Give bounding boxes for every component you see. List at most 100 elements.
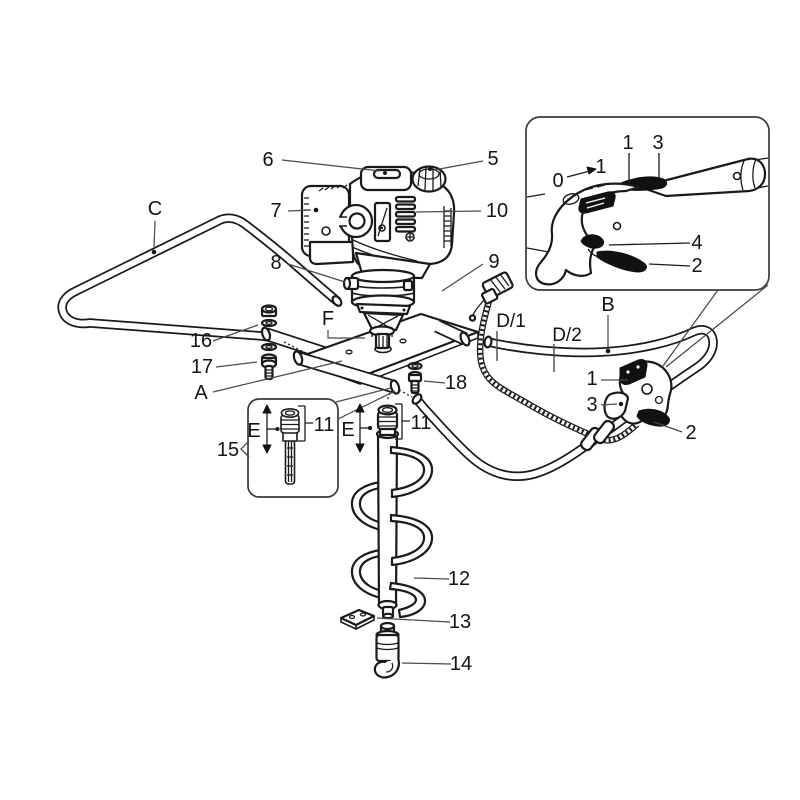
connector-wires (489, 273, 510, 293)
leader-2-main (653, 421, 683, 433)
point-body-lines (376, 642, 399, 651)
callout-10: 10 (486, 200, 508, 222)
frame-right-socket-end (459, 331, 471, 347)
leader-5 (433, 160, 484, 171)
drive-pin-shaft (284, 439, 296, 485)
leader-12 (413, 577, 450, 580)
box-15-leader-1 (335, 387, 392, 403)
choke-screw-dot (380, 226, 384, 230)
engine (300, 165, 456, 350)
callout-18: 18 (445, 372, 467, 394)
carb-port-gap-edges (339, 216, 347, 227)
inset-bg-lines (526, 157, 769, 253)
switch-dot-1 (626, 370, 630, 374)
cylinder-screw-cross (407, 234, 413, 240)
assembly-line-right-tube (398, 389, 413, 398)
leader-3-main (600, 403, 618, 406)
drive-pin-rib-lines (281, 419, 299, 430)
callout-12: 12 (448, 568, 470, 590)
callout-dot-C (151, 249, 157, 255)
left-handle-core (59, 215, 339, 343)
pin-cap-inner (381, 407, 394, 413)
leader-9 (441, 263, 484, 292)
arrow-head-down (355, 443, 365, 453)
clutch-drum-top (350, 268, 416, 284)
clutch-flange (355, 302, 412, 316)
arrow-head-up (262, 404, 272, 414)
carb-port-inner (348, 212, 366, 230)
inset-switch-marks (584, 184, 606, 191)
starter-screw (321, 226, 331, 236)
air-filter-slot (372, 168, 402, 180)
bolt-18 (407, 361, 423, 395)
inset-safety-lever (580, 234, 605, 249)
callout-11-shaft: 11 (411, 412, 432, 434)
leader-6 (281, 159, 381, 172)
frame-bolt-hole-right (399, 338, 407, 344)
point-spiral-inner (385, 662, 394, 673)
blade-hole-1 (348, 614, 356, 620)
inset-line-2 (648, 263, 691, 267)
frame-front-rail-core (296, 353, 397, 392)
callout-C: C (148, 198, 162, 220)
leader-10 (415, 210, 482, 213)
point-neck-top (379, 621, 396, 631)
callout-3-main: 3 (586, 394, 597, 416)
leader-14 (401, 662, 452, 665)
drive-pin-cap (280, 407, 300, 418)
throttle-assembly (603, 359, 673, 427)
frame-bolt-hole-left (345, 349, 353, 355)
leader-18 (423, 380, 446, 384)
inset-arrow-0-1 (566, 170, 591, 178)
inset-line-4 (608, 242, 691, 246)
inset-housing (535, 182, 641, 286)
callout-dot-7 (313, 207, 319, 213)
blade-13 (339, 608, 376, 631)
inset-switch-stripes (585, 197, 606, 209)
handle-mount-hardware (260, 304, 423, 395)
callout-13: 13 (449, 611, 471, 633)
flange-bolt-right (402, 308, 406, 312)
leader-8 (287, 263, 346, 283)
bolt-18-shaft (410, 379, 420, 395)
callout-D2: D/2 (552, 325, 582, 346)
pin-rib-lines (378, 416, 397, 427)
bracket-15 (240, 440, 250, 458)
fin (394, 203, 417, 211)
inset-callout-1-arrow: 1 (595, 156, 606, 178)
detail-box-15 (247, 387, 396, 498)
callout-dot-B (605, 348, 611, 354)
leader-F (327, 330, 365, 339)
fin (394, 195, 417, 203)
leader-7 (287, 209, 312, 212)
bracket-11-shaft (395, 403, 410, 440)
starter-top-hatch (318, 184, 348, 192)
arrow-dot (275, 427, 280, 431)
choke-screw (378, 224, 386, 232)
callout-1-main: 1 (586, 368, 597, 390)
drive-pin-cap-inner (284, 410, 296, 416)
flight-right-3 (388, 581, 427, 619)
shaft-splines (378, 335, 388, 349)
frame-rear-rail-end (260, 326, 272, 342)
engine-mount-bolt-8 (342, 276, 360, 291)
callout-F: F (322, 308, 334, 330)
blade-thickness (340, 616, 375, 631)
leader-13 (376, 617, 451, 623)
carb-port-gap (338, 217, 347, 226)
inset-callout-3: 3 (652, 132, 663, 154)
output-shaft-F (368, 325, 396, 350)
switch-connector (480, 271, 514, 305)
bolt-18-threads (412, 384, 418, 392)
callout-B: B (601, 294, 614, 316)
callout-15: 15 (217, 439, 239, 461)
throttle-cable (468, 271, 640, 452)
blade-hole-2 (359, 612, 367, 617)
bracket-11-box (298, 405, 313, 442)
callout-16: 16 (190, 330, 212, 352)
flight-right-2 (389, 513, 434, 567)
inset-throttle-detail (525, 116, 770, 368)
inset-leader-1 (662, 289, 719, 367)
inset-grip-tube (638, 157, 767, 198)
